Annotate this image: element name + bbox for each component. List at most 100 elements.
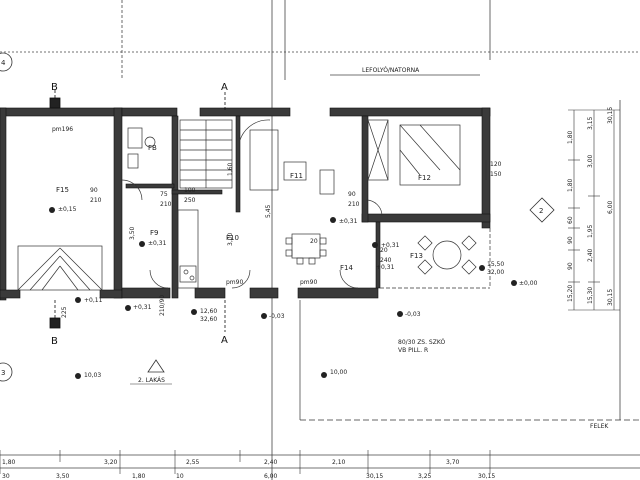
bdim2-1: 3,50 bbox=[56, 473, 70, 480]
axis-4-marker bbox=[0, 52, 13, 72]
rdim-1: 3,00 bbox=[587, 154, 594, 168]
dim-90b: 90 bbox=[348, 191, 356, 198]
bdim2-6: 3,25 bbox=[418, 473, 432, 480]
axis-2-marker bbox=[529, 197, 555, 223]
level-4: +0,31 bbox=[381, 242, 400, 249]
bottom-dimension-row-2: 30 3,50 1,80 10 6,00 30,15 3,25 30,15 bbox=[2, 473, 495, 480]
axis-4-label: 4 bbox=[1, 59, 6, 67]
room-f10: F10 bbox=[226, 234, 239, 242]
level-12: +0,31 bbox=[376, 264, 395, 271]
bdim2-2: 1,80 bbox=[132, 473, 146, 480]
right-dimension-labels: 1,80 3,00 1,80 60 90 2,40 90 15,20 15,30… bbox=[567, 107, 614, 306]
bottom-dimension-ticks bbox=[0, 450, 491, 474]
dim-160: 1,60 bbox=[227, 162, 234, 176]
rdim-4: 90 bbox=[567, 236, 574, 244]
bdim1-5: 3,70 bbox=[446, 459, 460, 466]
dim-210: 210 bbox=[90, 197, 102, 204]
section-b-bottom: B bbox=[51, 336, 58, 347]
level-8: -0,03 bbox=[405, 311, 421, 318]
bdim1-1: 3,20 bbox=[104, 459, 118, 466]
rdim-7: 15,20 bbox=[567, 285, 574, 302]
level-13: 15,50 bbox=[487, 261, 504, 268]
bdim2-4: 6,00 bbox=[264, 473, 278, 480]
bottom-dimension-row-1: 1,80 3,20 2,55 2,40 2,10 3,70 bbox=[2, 459, 460, 466]
dim-100: 100 bbox=[184, 187, 196, 194]
rdim-10: 3,15 bbox=[587, 116, 594, 130]
room-labels: F15 F9 F10 F11 F12 F13 F14 FB bbox=[56, 144, 431, 272]
dim-210b: 210 bbox=[160, 201, 172, 208]
level-1: ±0,15 bbox=[58, 206, 77, 213]
level-5: +0,31 bbox=[133, 304, 152, 311]
level-11: 10,00 bbox=[330, 369, 347, 376]
rdim-0: 1,80 bbox=[567, 130, 574, 144]
dim-225: 225 bbox=[61, 306, 68, 318]
notes: LEFOLYÓ/NATORNA 2. LAKÁS 80/30 ZS. SZKÓ … bbox=[52, 67, 609, 430]
axis-2-label: 2 bbox=[539, 207, 543, 215]
fixtures bbox=[17, 119, 640, 421]
rdim-12: 6,00 bbox=[607, 200, 614, 214]
dim-30: 20 bbox=[310, 238, 318, 245]
level-15: +0,11 bbox=[84, 297, 103, 304]
dim-120: 120 bbox=[490, 161, 502, 168]
dim-240: 240 bbox=[380, 257, 392, 264]
level-markers: ±0,15 ±0,31 ±0,31 +0,31 +0,31 ±0,00 -0,0… bbox=[49, 206, 538, 379]
bdim2-0: 30 bbox=[2, 473, 10, 480]
dim-75: 75 bbox=[160, 191, 168, 198]
dim-20: 20 bbox=[380, 247, 388, 254]
section-markers bbox=[49, 90, 226, 332]
rdim-11: 30,15 bbox=[607, 107, 614, 124]
rdim-8: 15,30 bbox=[587, 287, 594, 304]
section-b-top: B bbox=[51, 82, 58, 93]
dim-300: 3,00 bbox=[227, 232, 234, 246]
right-dimension-lines bbox=[568, 109, 620, 311]
note-pm90b: pm90 bbox=[300, 279, 317, 286]
section-a-bottom: A bbox=[221, 335, 228, 346]
dim-250: 250 bbox=[184, 197, 196, 204]
dim-350: 3,50 bbox=[129, 226, 136, 240]
room-fb: FB bbox=[148, 144, 157, 152]
note-felek: FELEK bbox=[590, 423, 609, 430]
level-6: ±0,00 bbox=[519, 280, 538, 287]
axis-3-label: 3 bbox=[1, 369, 5, 377]
level-2: ±0,31 bbox=[148, 240, 167, 247]
dim-19030: 210/90 bbox=[159, 295, 166, 316]
rdim-2: 1,80 bbox=[567, 178, 574, 192]
level-17: 32,60 bbox=[200, 316, 217, 323]
room-f12: F12 bbox=[418, 174, 431, 182]
bdim2-7: 30,15 bbox=[478, 473, 495, 480]
room-f15: F15 bbox=[56, 186, 69, 194]
rdim-6: 90 bbox=[567, 262, 574, 270]
room-f13: F13 bbox=[410, 252, 423, 260]
level-10: 10,03 bbox=[84, 372, 101, 379]
note-pm196: pm196 bbox=[52, 126, 73, 133]
room-f11: F11 bbox=[290, 172, 303, 180]
note-lakas: 2. LAKÁS bbox=[138, 377, 165, 384]
room-f14: F14 bbox=[340, 264, 353, 272]
rdim-9: 1,95 bbox=[587, 224, 594, 238]
level-14: 32,00 bbox=[487, 269, 504, 276]
note-pm90a: pm90 bbox=[226, 279, 243, 286]
axis-3-marker bbox=[0, 362, 13, 382]
note-lefolyo: LEFOLYÓ/NATORNA bbox=[362, 67, 420, 74]
section-a-top: A bbox=[221, 82, 228, 93]
level-7: -0,03 bbox=[269, 313, 285, 320]
dim-150: 150 bbox=[490, 171, 502, 178]
bdim1-2: 2,55 bbox=[186, 459, 200, 466]
note-szoko: 80/30 ZS. SZKÓ bbox=[398, 339, 445, 346]
inner-dimensions: 90 210 3,50 75 210 100 250 1,60 3,00 5,4… bbox=[61, 161, 502, 318]
note-vbpill: VB PILL. R bbox=[398, 347, 428, 354]
rdim-13: 30,15 bbox=[607, 289, 614, 306]
level-16: 12,60 bbox=[200, 308, 217, 315]
bdim1-4: 2,10 bbox=[332, 459, 346, 466]
level-3: ±0,31 bbox=[339, 218, 358, 225]
rdim-5: 2,40 bbox=[587, 248, 594, 262]
bdim1-0: 1,80 bbox=[2, 459, 16, 466]
axis-markers: 4 3 2 bbox=[0, 52, 555, 382]
bdim2-5: 30,15 bbox=[366, 473, 383, 480]
dim-545: 5,45 bbox=[265, 204, 272, 218]
dim-210c: 210 bbox=[348, 201, 360, 208]
room-f9: F9 bbox=[150, 229, 158, 237]
bdim2-3: 10 bbox=[176, 473, 184, 480]
